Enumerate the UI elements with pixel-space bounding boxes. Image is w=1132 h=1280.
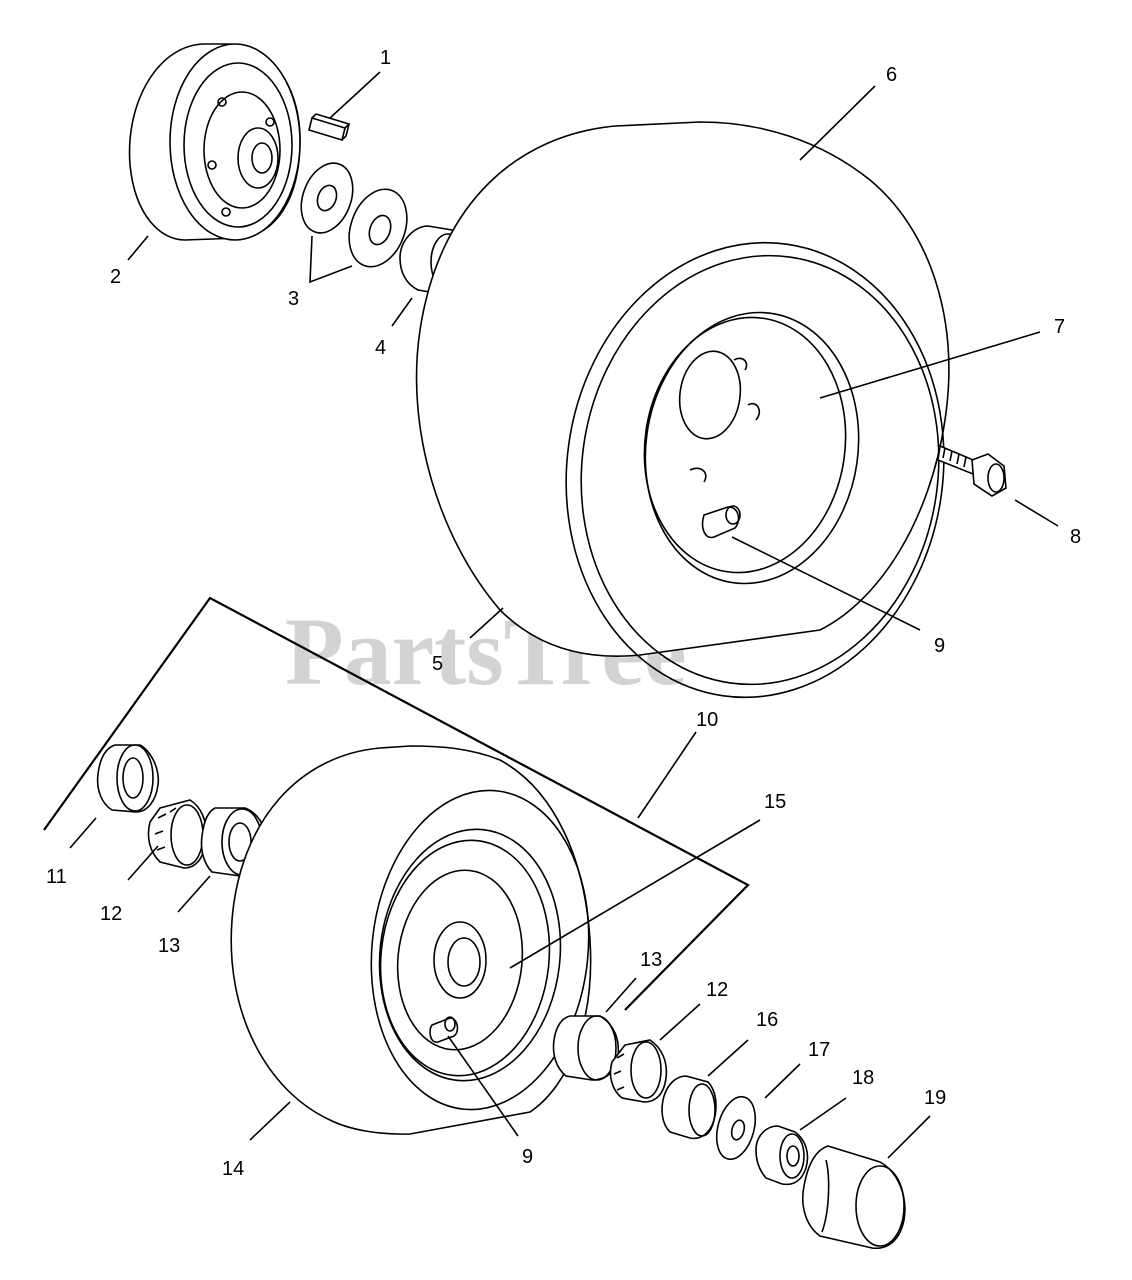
leader-lines — [69, 71, 1059, 1159]
callout-labels: 1 2 3 4 5 6 7 8 9 10 11 12 13 14 15 9 13… — [46, 47, 1081, 1180]
assembly-bracket — [43, 596, 750, 1011]
part-lock-nut — [755, 1125, 809, 1186]
lower-wheel-assembly — [230, 745, 592, 1135]
part-roller-cage-left — [147, 799, 208, 869]
upper-wheel-assembly — [415, 121, 950, 699]
callout-9-upper: 9 — [934, 635, 945, 657]
callout-17: 17 — [808, 1039, 830, 1061]
part-spacer — [661, 1075, 717, 1140]
callout-4: 4 — [375, 337, 386, 359]
callout-1: 1 — [380, 47, 391, 69]
part-roller-cage-right — [609, 1039, 668, 1103]
callout-15: 15 — [764, 791, 786, 813]
callout-8: 8 — [1070, 526, 1081, 548]
callout-7: 7 — [1054, 316, 1065, 338]
callout-9-lower: 9 — [522, 1146, 533, 1168]
part-washers — [300, 162, 408, 268]
part-key — [308, 113, 351, 142]
callout-13-right: 13 — [640, 949, 662, 971]
part-bearing — [96, 744, 160, 813]
part-race-right — [552, 1015, 620, 1081]
callout-19: 19 — [924, 1087, 946, 1109]
part-washer — [715, 1095, 757, 1161]
callout-2: 2 — [110, 266, 121, 288]
callout-11: 11 — [46, 866, 67, 888]
part-valve-stem — [937, 444, 1007, 497]
callout-14: 14 — [222, 1158, 244, 1180]
callout-6: 6 — [886, 64, 897, 86]
part-pulley — [128, 43, 301, 241]
callout-13-left: 13 — [158, 935, 180, 957]
callout-12-left: 12 — [100, 903, 122, 925]
part-hub-cap — [802, 1145, 906, 1249]
callout-10: 10 — [696, 709, 718, 731]
callout-5: 5 — [432, 653, 443, 675]
callout-18: 18 — [852, 1067, 874, 1089]
callout-12-right: 12 — [706, 979, 728, 1001]
callout-16: 16 — [756, 1009, 778, 1031]
callout-3: 3 — [288, 288, 299, 310]
